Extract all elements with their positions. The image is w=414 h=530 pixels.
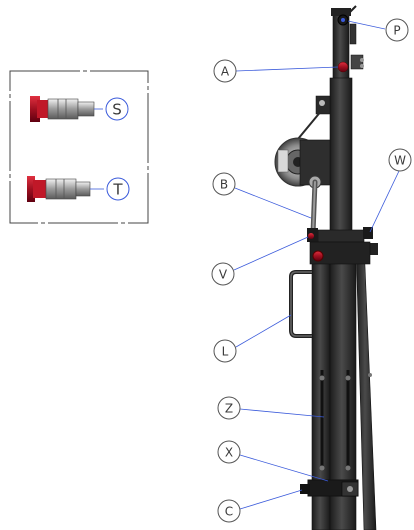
pin-t-body [45, 178, 77, 200]
pin-t-shaft [75, 181, 91, 197]
pin-s-body [47, 98, 79, 120]
callout-z-circle [217, 396, 241, 420]
callout-x-circle [217, 440, 241, 464]
pin-t-red-handle [27, 176, 35, 202]
base-head [309, 241, 371, 265]
callout-z-label: Z [225, 402, 233, 416]
callout-x-label: X [225, 446, 233, 460]
callout-w-label: W [394, 154, 406, 168]
callout-v-circle [211, 262, 235, 286]
base-red-knob [312, 250, 324, 262]
callout-t-circle [106, 177, 130, 201]
callout-w-circle [388, 148, 412, 172]
pin-s-red-knob [30, 96, 40, 122]
callout-b-label: B [220, 178, 228, 192]
locking-handle-w [363, 227, 373, 239]
winch [274, 109, 331, 236]
callout-p-label: P [393, 24, 400, 38]
locking-knob-a [337, 61, 349, 73]
pin-s-shaft [77, 101, 95, 117]
callout-l-label: L [222, 345, 229, 359]
callout-c-circle [217, 499, 241, 523]
middle-mast [329, 77, 353, 244]
callout-t-label: T [112, 181, 123, 199]
callout-v-label: V [219, 268, 228, 282]
pin-t-red-collar [33, 180, 47, 198]
callouts: P A B W V L Z X C [211, 18, 412, 523]
inset-box: S T [9, 70, 149, 224]
pin-s-red-collar [37, 100, 49, 118]
callout-s-label: S [112, 101, 122, 119]
carry-handle-l [289, 270, 312, 338]
callout-b-circle [212, 172, 236, 196]
outrigger-leg [355, 242, 377, 530]
callout-l-circle [213, 339, 237, 363]
mast-cap [331, 8, 351, 16]
callout-c-label: C [225, 505, 233, 519]
mast-collar [317, 229, 365, 243]
callout-a-label: A [221, 65, 230, 79]
callout-s-circle [105, 97, 129, 121]
pin-variant-s: S [30, 96, 129, 122]
callout-p-circle [385, 18, 409, 42]
tower [274, 5, 378, 530]
pin-variant-t: T [27, 176, 130, 202]
base-knob-c [300, 484, 310, 494]
callout-a-circle [213, 59, 237, 83]
